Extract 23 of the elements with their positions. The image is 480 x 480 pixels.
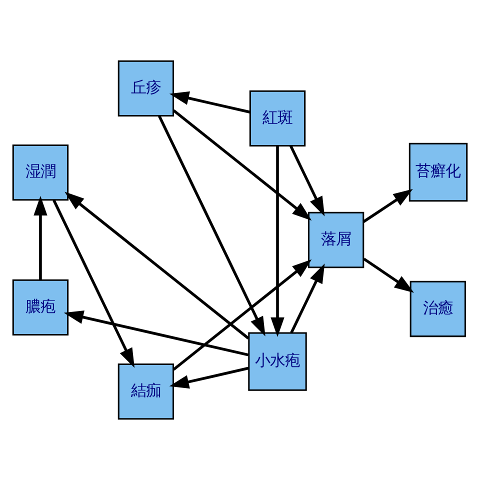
node-box: 膿疱 — [12, 279, 69, 336]
arrow — [172, 259, 312, 371]
node-box: 落屑 — [308, 212, 364, 268]
arrow — [172, 109, 312, 221]
node-box: 治癒 — [410, 280, 466, 338]
node-box: 結痂 — [118, 364, 174, 420]
arrow — [158, 116, 266, 336]
arrow — [169, 91, 250, 114]
arrow — [290, 264, 325, 334]
arrow — [290, 145, 325, 216]
node-box: 苔癬化 — [408, 142, 468, 202]
arrow — [270, 146, 284, 337]
node-box: 湿潤 — [12, 144, 69, 201]
arrow — [169, 366, 249, 389]
arrow — [363, 258, 414, 293]
arrow — [34, 196, 48, 280]
node-box: 小水疱 — [248, 332, 307, 391]
arrow — [64, 310, 249, 356]
arrow — [64, 192, 250, 340]
arrow — [52, 200, 135, 368]
node-box: 丘疹 — [118, 60, 174, 116]
node-box: 紅斑 — [249, 90, 306, 147]
arrow — [362, 189, 413, 223]
